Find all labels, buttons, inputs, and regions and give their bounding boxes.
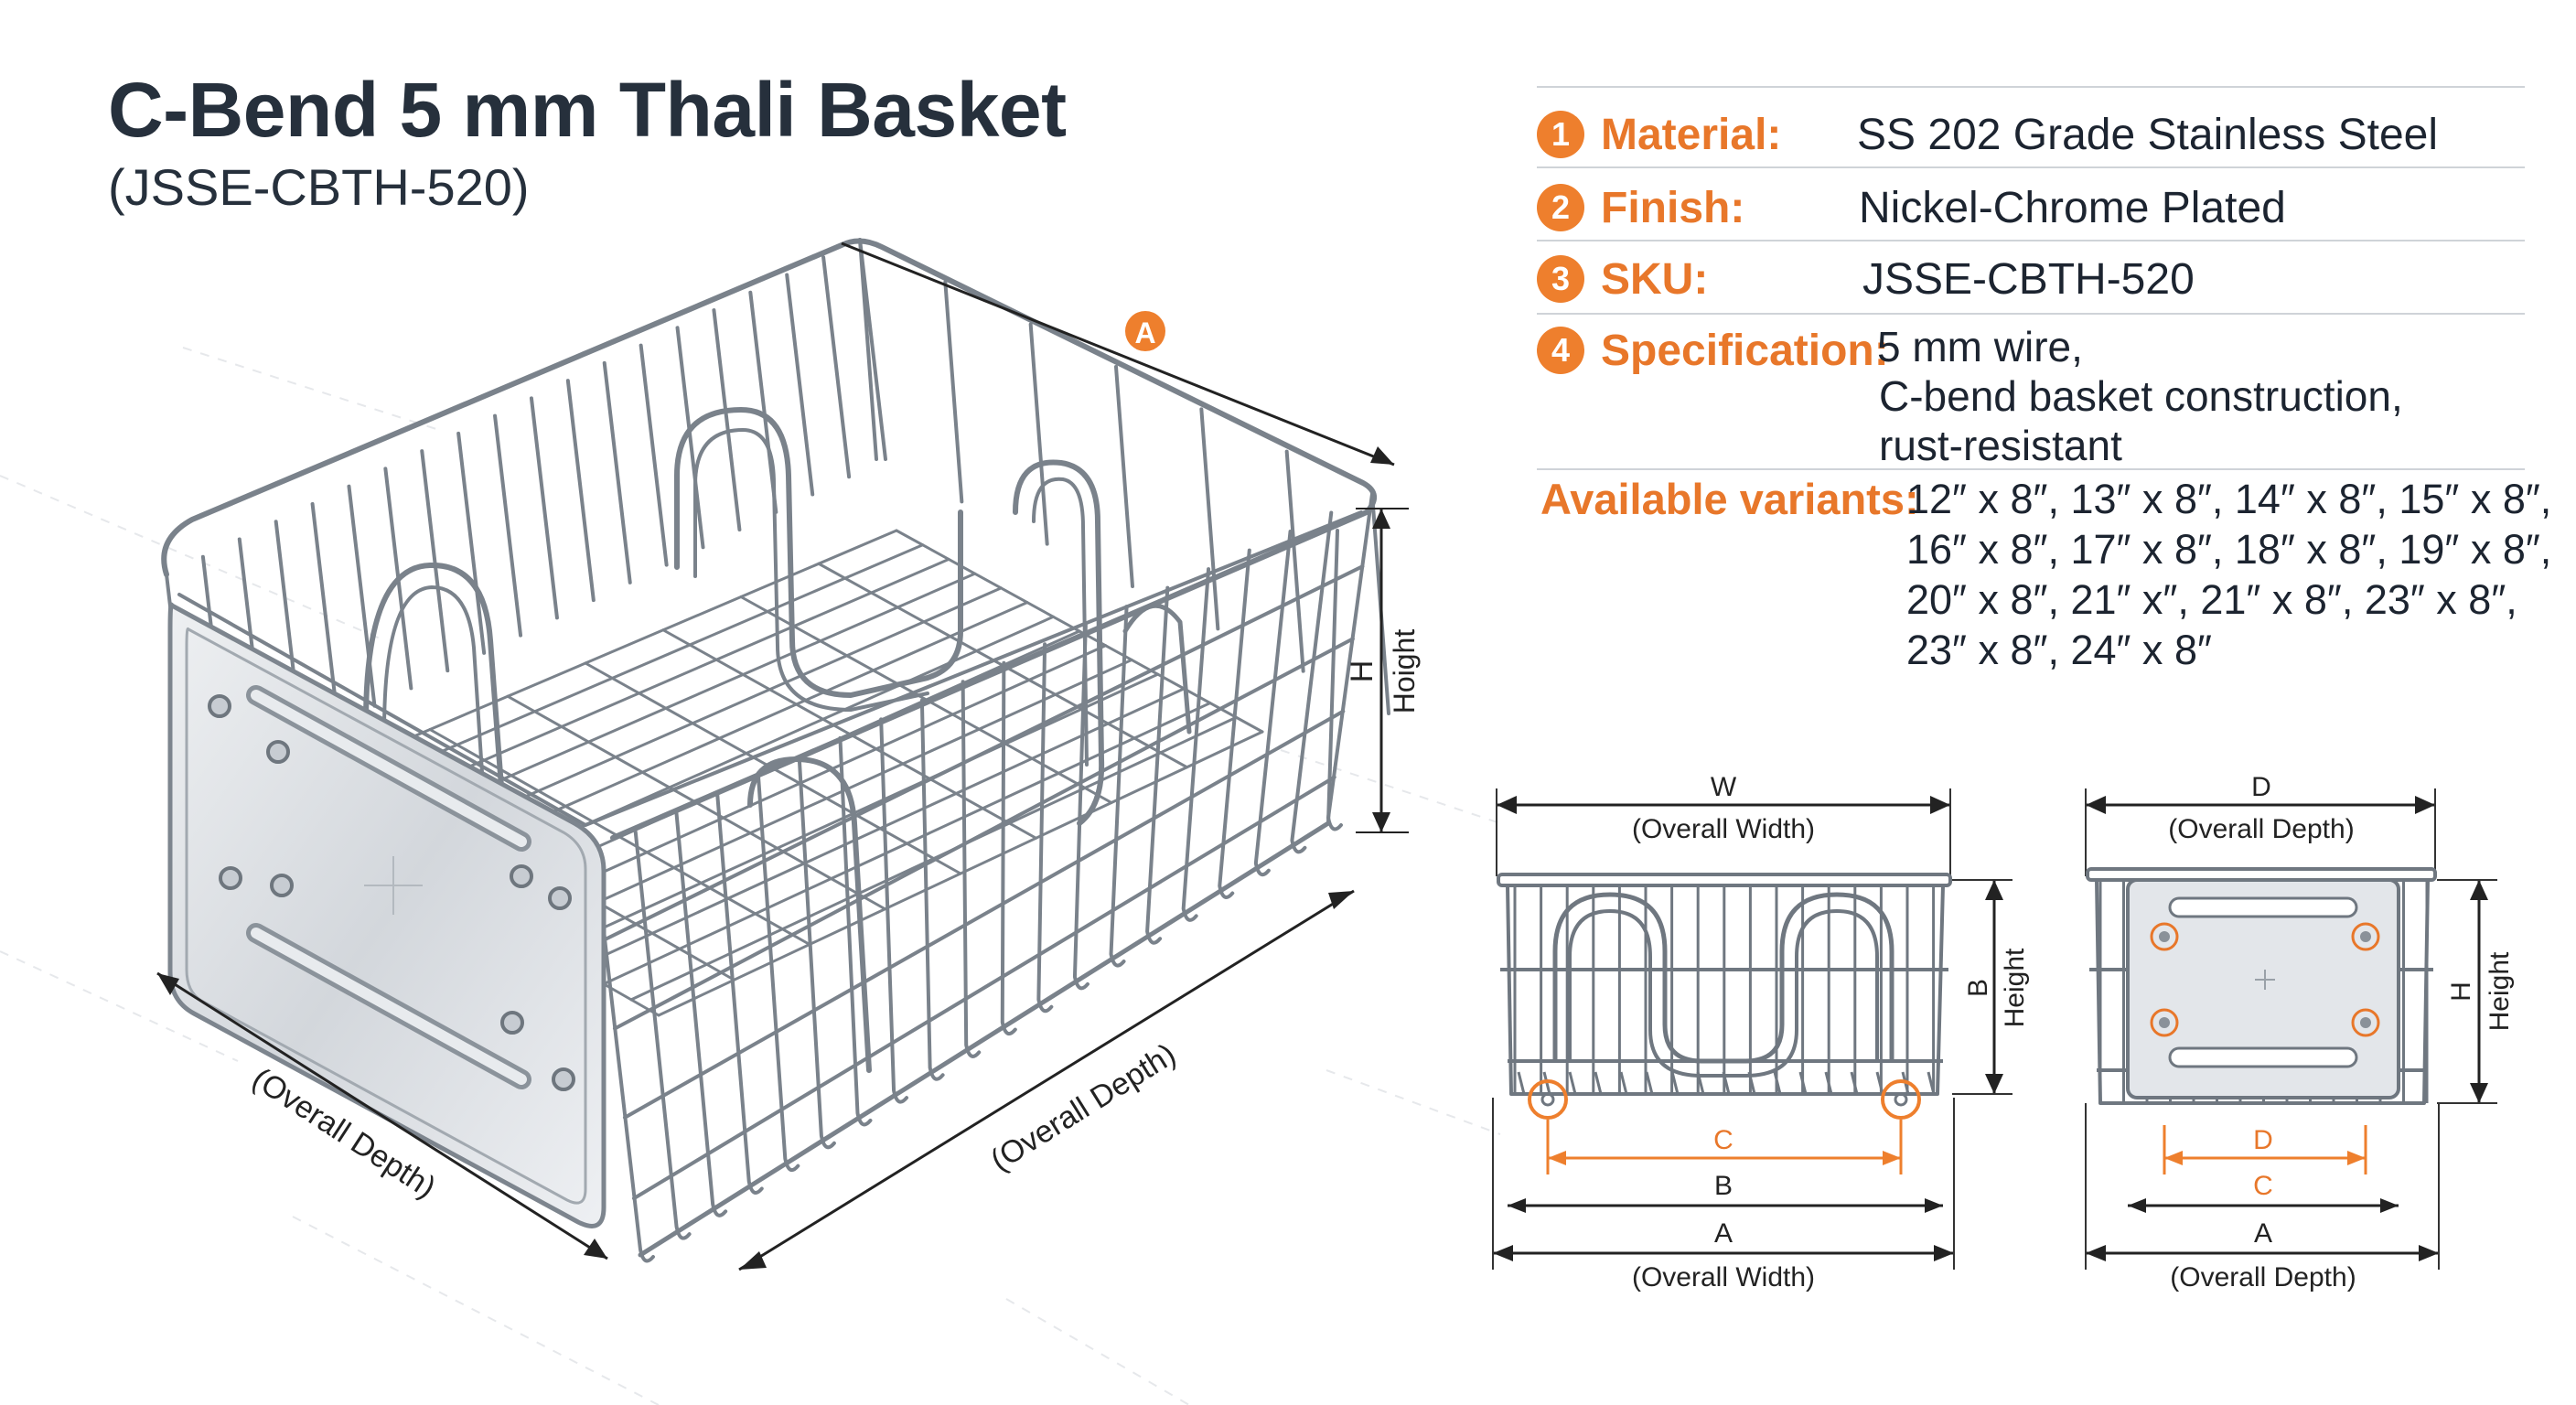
basket-isometric-illustration: A H Hoight (Overall Depth) (Overall Dept… — [156, 238, 1421, 1271]
side-view: D (Overall Depth) — [2085, 772, 2515, 1292]
end-plate — [167, 602, 606, 1228]
variants-list: 12″ x 8″, 13″ x 8″, 14″ x 8″, 15″ x 8″, … — [1906, 474, 2551, 675]
spec-number-badge: 2 — [1537, 184, 1584, 231]
specification-line: rust-resistant — [1879, 422, 2122, 469]
spec-divider — [1537, 166, 2525, 168]
specification-line: C-bend basket construction, — [1879, 372, 2403, 420]
front-view: W (Overall Width) B Height — [1492, 772, 2030, 1292]
front-height-letter: B — [1963, 979, 1993, 997]
side-depth-label: (Overall Depth) — [2168, 814, 2354, 844]
spec-label: Specification: — [1601, 326, 1889, 375]
spec-row-finish: 2 Finish: Nickel-Chrome Plated — [1537, 176, 2286, 240]
side-bottom-label: (Overall Depth) — [2170, 1262, 2356, 1292]
variants-label: Available variants: — [1540, 475, 1919, 523]
spec-number-badge: 3 — [1537, 255, 1584, 303]
side-depth-letter: D — [2251, 772, 2271, 802]
spec-divider — [1537, 313, 2525, 315]
callout-a-label: A — [1134, 316, 1155, 349]
variants-line: 12″ x 8″, 13″ x 8″, 14″ x 8″, 15″ x 8″, — [1906, 476, 2552, 522]
spec-value: SS 202 Grade Stainless Steel — [1857, 110, 2439, 159]
model-number: (JSSE-CBTH-520) — [108, 158, 530, 216]
variants-line: 23″ x 8″, 24″ x 8″ — [1906, 627, 2212, 673]
iso-height-label: Hoight — [1388, 629, 1421, 714]
spec-row-sku: 3 SKU: JSSE-CBTH-520 — [1537, 247, 2195, 311]
spec-divider — [1537, 468, 2525, 470]
side-dim-d-label: D — [2253, 1125, 2273, 1155]
side-height-letter: H — [2446, 981, 2476, 1002]
iso-height-letter: H — [1345, 660, 1379, 683]
side-dim-c-label: C — [2253, 1171, 2273, 1201]
variants-line: 20″ x 8″, 21″ x″, 21″ x 8″, 23″ x 8″, — [1906, 576, 2517, 623]
spec-label: SKU: — [1601, 254, 1709, 304]
side-dim-a-label: A — [2254, 1218, 2272, 1249]
spec-divider — [1537, 86, 2525, 88]
front-width-label: (Overall Width) — [1632, 814, 1815, 844]
spec-number-badge: 1 — [1537, 111, 1584, 158]
spec-label: Finish: — [1601, 183, 1745, 232]
spec-value: Nickel-Chrome Plated — [1859, 183, 2286, 232]
front-dim-a-label: A — [1714, 1218, 1733, 1249]
spec-value: JSSE-CBTH-520 — [1862, 254, 2195, 304]
spec-label: Material: — [1601, 110, 1782, 159]
front-width-letter: W — [1711, 772, 1737, 802]
front-dim-c-label: C — [1713, 1125, 1733, 1155]
specification-line: 5 mm wire, — [1877, 323, 2083, 370]
variants-line: 16″ x 8″, 17″ x 8″, 18″ x 8″, 19″ x 8″, — [1906, 526, 2552, 573]
spec-row-material: 1 Material: SS 202 Grade Stainless Steel — [1537, 102, 2438, 166]
page-title: C-Bend 5 mm Thali Basket — [108, 67, 1067, 153]
spec-number-badge: 4 — [1537, 327, 1584, 374]
front-bottom-label: (Overall Width) — [1632, 1262, 1815, 1292]
front-height-label: Height — [2000, 948, 2030, 1027]
front-dim-b-label: B — [1714, 1171, 1733, 1201]
callout-a-badge — [1125, 311, 1165, 351]
spec-row-specification: 4 Specification: — [1537, 318, 1889, 382]
specification-value: 5 mm wire, C-bend basket construction, r… — [1877, 322, 2403, 470]
spec-divider — [1537, 240, 2525, 241]
side-height-label: Height — [2485, 951, 2515, 1031]
